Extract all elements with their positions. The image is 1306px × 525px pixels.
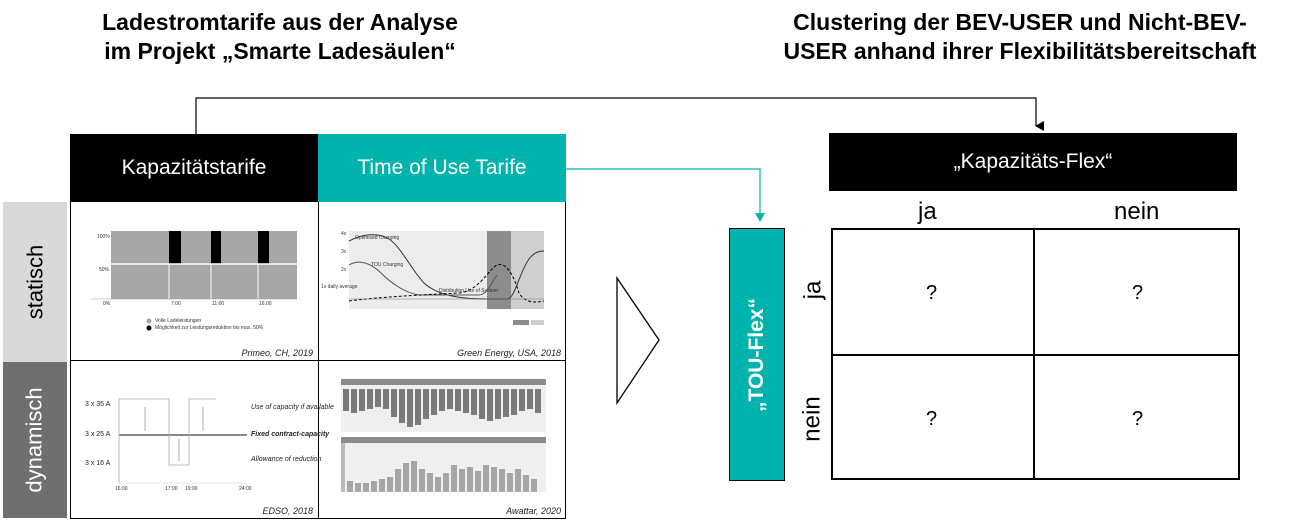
header-kapazitaetstarife: Kapazitätstarife (70, 134, 318, 202)
edso-note-allowance: Allowance of reduction (251, 456, 322, 463)
caption-green-energy: Green Energy, USA, 2018 (457, 348, 561, 358)
col-label-ja: ja (918, 198, 937, 225)
row-header-statisch: statisch (3, 202, 67, 362)
row-label-ja: ja (799, 280, 826, 300)
caption-awattar: Awattar, 2020 (506, 506, 561, 516)
edso-note-use: Use of capacity if available (251, 404, 334, 411)
ge-y-3x: 3x (341, 249, 347, 255)
primeo-y-100: 100% (97, 234, 110, 240)
ge-label-optimised: Optimised Charging (355, 235, 400, 241)
teal-connector (566, 168, 765, 222)
primeo-legend-2: Möglichkeit zur Leistungsreduktion bis m… (155, 325, 264, 331)
cell-ja-ja: ? (926, 282, 938, 304)
edso-y-25: 3 x 25 A (85, 431, 111, 438)
cell-nein-ja: ? (926, 408, 938, 430)
green-energy-chart (348, 231, 545, 325)
caption-edso: EDSO, 2018 (262, 506, 313, 516)
primeo-y-50: 50% (99, 267, 110, 273)
cell-primeo: 100% 50% 0% 7:00 11:00 16:00 Volle Ladel… (71, 203, 317, 360)
cell-edso: 3 x 35 A 3 x 25 A 3 x 16 A Use of capaci… (71, 361, 334, 518)
tou-flex-header: „TOU-Flex“ (729, 228, 785, 481)
edso-note-fixed: Fixed contract-capacity (251, 431, 330, 438)
ge-y-4x: 4x (341, 231, 347, 237)
edso-chart (118, 398, 247, 484)
right-title: Clustering der BEV-USER und Nicht-BEV- U… (783, 9, 1257, 64)
cell-awattar: Awattar, 2020 (319, 361, 565, 518)
cluster-grid-hline (831, 354, 1240, 356)
black-connector (195, 97, 1044, 134)
col-label-nein: nein (1114, 198, 1160, 225)
edso-y-16: 3 x 16 A (85, 460, 111, 467)
grid-horizontal-divider (70, 360, 566, 361)
primeo-x-3: 16:00 (259, 301, 272, 307)
ge-label-tou: TOU Charging (371, 262, 404, 268)
awattar-chart (341, 379, 546, 492)
ge-y-2x: 2x (341, 267, 347, 273)
kapazitaets-flex-header: „Kapazitäts-Flex“ (829, 133, 1237, 191)
cell-nein-nein: ? (1132, 408, 1144, 430)
edso-y-35: 3 x 35 A (85, 401, 111, 408)
primeo-y-0: 0% (103, 301, 111, 307)
edso-x-2: 17:00 (165, 486, 178, 492)
edso-x-4: 24:00 (239, 486, 252, 492)
right-triangle-arrow (616, 275, 660, 406)
ge-label-duos: Distribution Use of System (439, 288, 498, 294)
edso-x-3: 19:00 (185, 486, 198, 492)
row-header-dynamisch: dynamisch (3, 362, 67, 518)
primeo-legend-1: Volle Ladeleistungen (155, 318, 202, 324)
ge-label-average: 1x daily average (321, 284, 358, 290)
caption-primeo: Primeo, CH, 2019 (241, 348, 313, 358)
header-time-of-use: Time of Use Tarife (318, 134, 566, 202)
edso-x-1: 16:00 (115, 486, 128, 492)
primeo-x-1: 7:00 (171, 301, 181, 307)
cell-green-energy: Optimised Charging TOU Charging Distribu… (319, 203, 565, 360)
left-title: Ladestromtarife aus der Analyse im Proje… (102, 9, 458, 64)
row-label-nein: nein (799, 396, 826, 442)
primeo-chart (91, 231, 297, 331)
cell-ja-nein: ? (1132, 282, 1144, 304)
primeo-x-2: 11:00 (212, 301, 225, 307)
